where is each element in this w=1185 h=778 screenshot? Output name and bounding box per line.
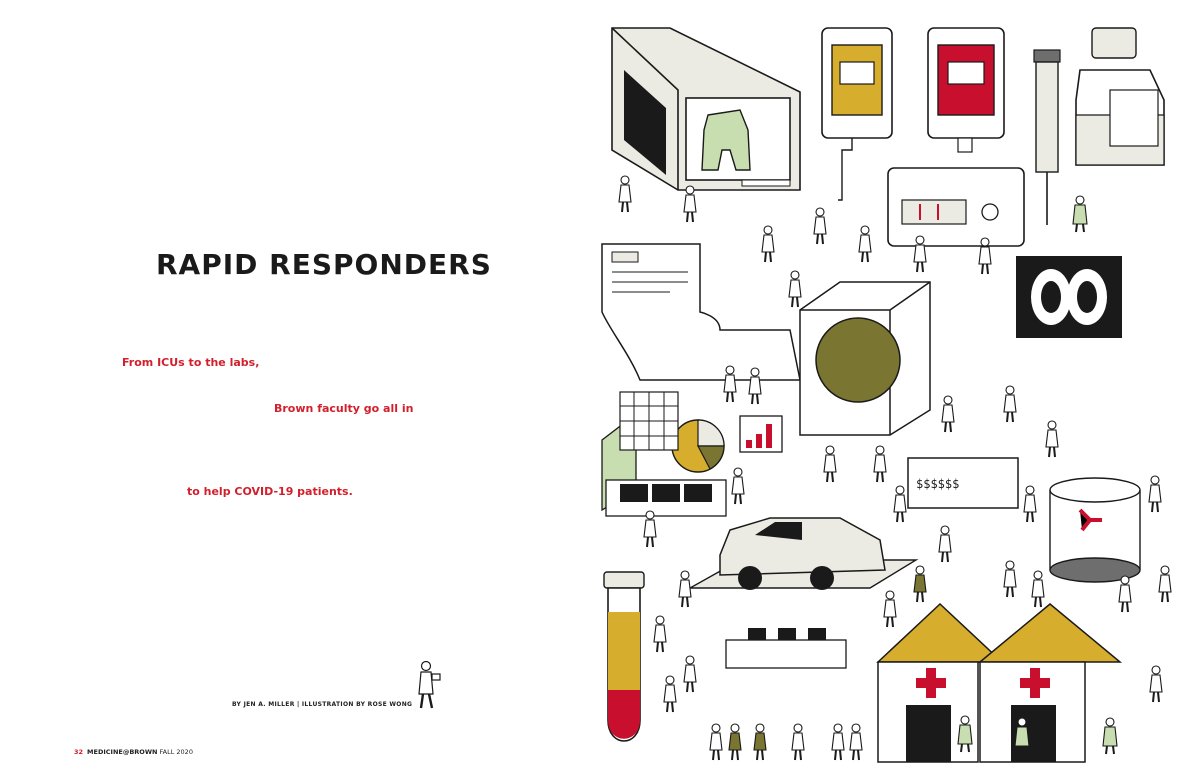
workstation-row — [725, 628, 847, 669]
medicine-bottle — [1075, 27, 1165, 166]
byline: BY JEN A. MILLER | ILLUSTRATION BY ROSE … — [232, 701, 413, 708]
magazine-name: MEDICINE@BROWN — [87, 748, 158, 756]
grid-card — [619, 391, 679, 451]
syringe — [1033, 49, 1061, 225]
page-number: 32 — [74, 748, 84, 756]
lung-xray-monitor — [1016, 256, 1122, 338]
illustration-page: $$$$$$ — [590, 0, 1185, 778]
iv-bag-red — [927, 27, 1005, 153]
dek-line-3: to help COVID-19 patients. — [187, 485, 353, 498]
computer-desk — [605, 479, 727, 517]
hospital-building-right — [977, 603, 1123, 763]
bar-chart-card — [739, 415, 783, 453]
virus-cube — [799, 281, 931, 436]
article-title: RAPID RESPONDERS — [156, 248, 492, 281]
dek-line-2: Brown faculty go all in — [274, 402, 414, 415]
dek-line-1: From ICUs to the labs, — [122, 356, 260, 369]
left-page: RAPID RESPONDERS From ICUs to the labs, … — [0, 0, 590, 778]
pie-chart — [671, 419, 725, 473]
covid-response-illustration: $$$$$$ — [601, 27, 1172, 763]
document-scroll — [601, 243, 801, 381]
blood-test-tube — [603, 571, 645, 742]
test-car — [687, 517, 919, 590]
antibody-cylinder — [1049, 477, 1141, 583]
iv-bag-gold — [821, 27, 893, 201]
rapid-test-device — [887, 167, 1025, 247]
3d-printer — [611, 27, 801, 191]
walking-doctor-figure — [418, 660, 441, 709]
payment-check: $$$$$$ — [907, 457, 1019, 509]
check-amount-text: $$$$$$ — [916, 477, 959, 491]
issue-label: FALL 2020 — [159, 748, 193, 756]
